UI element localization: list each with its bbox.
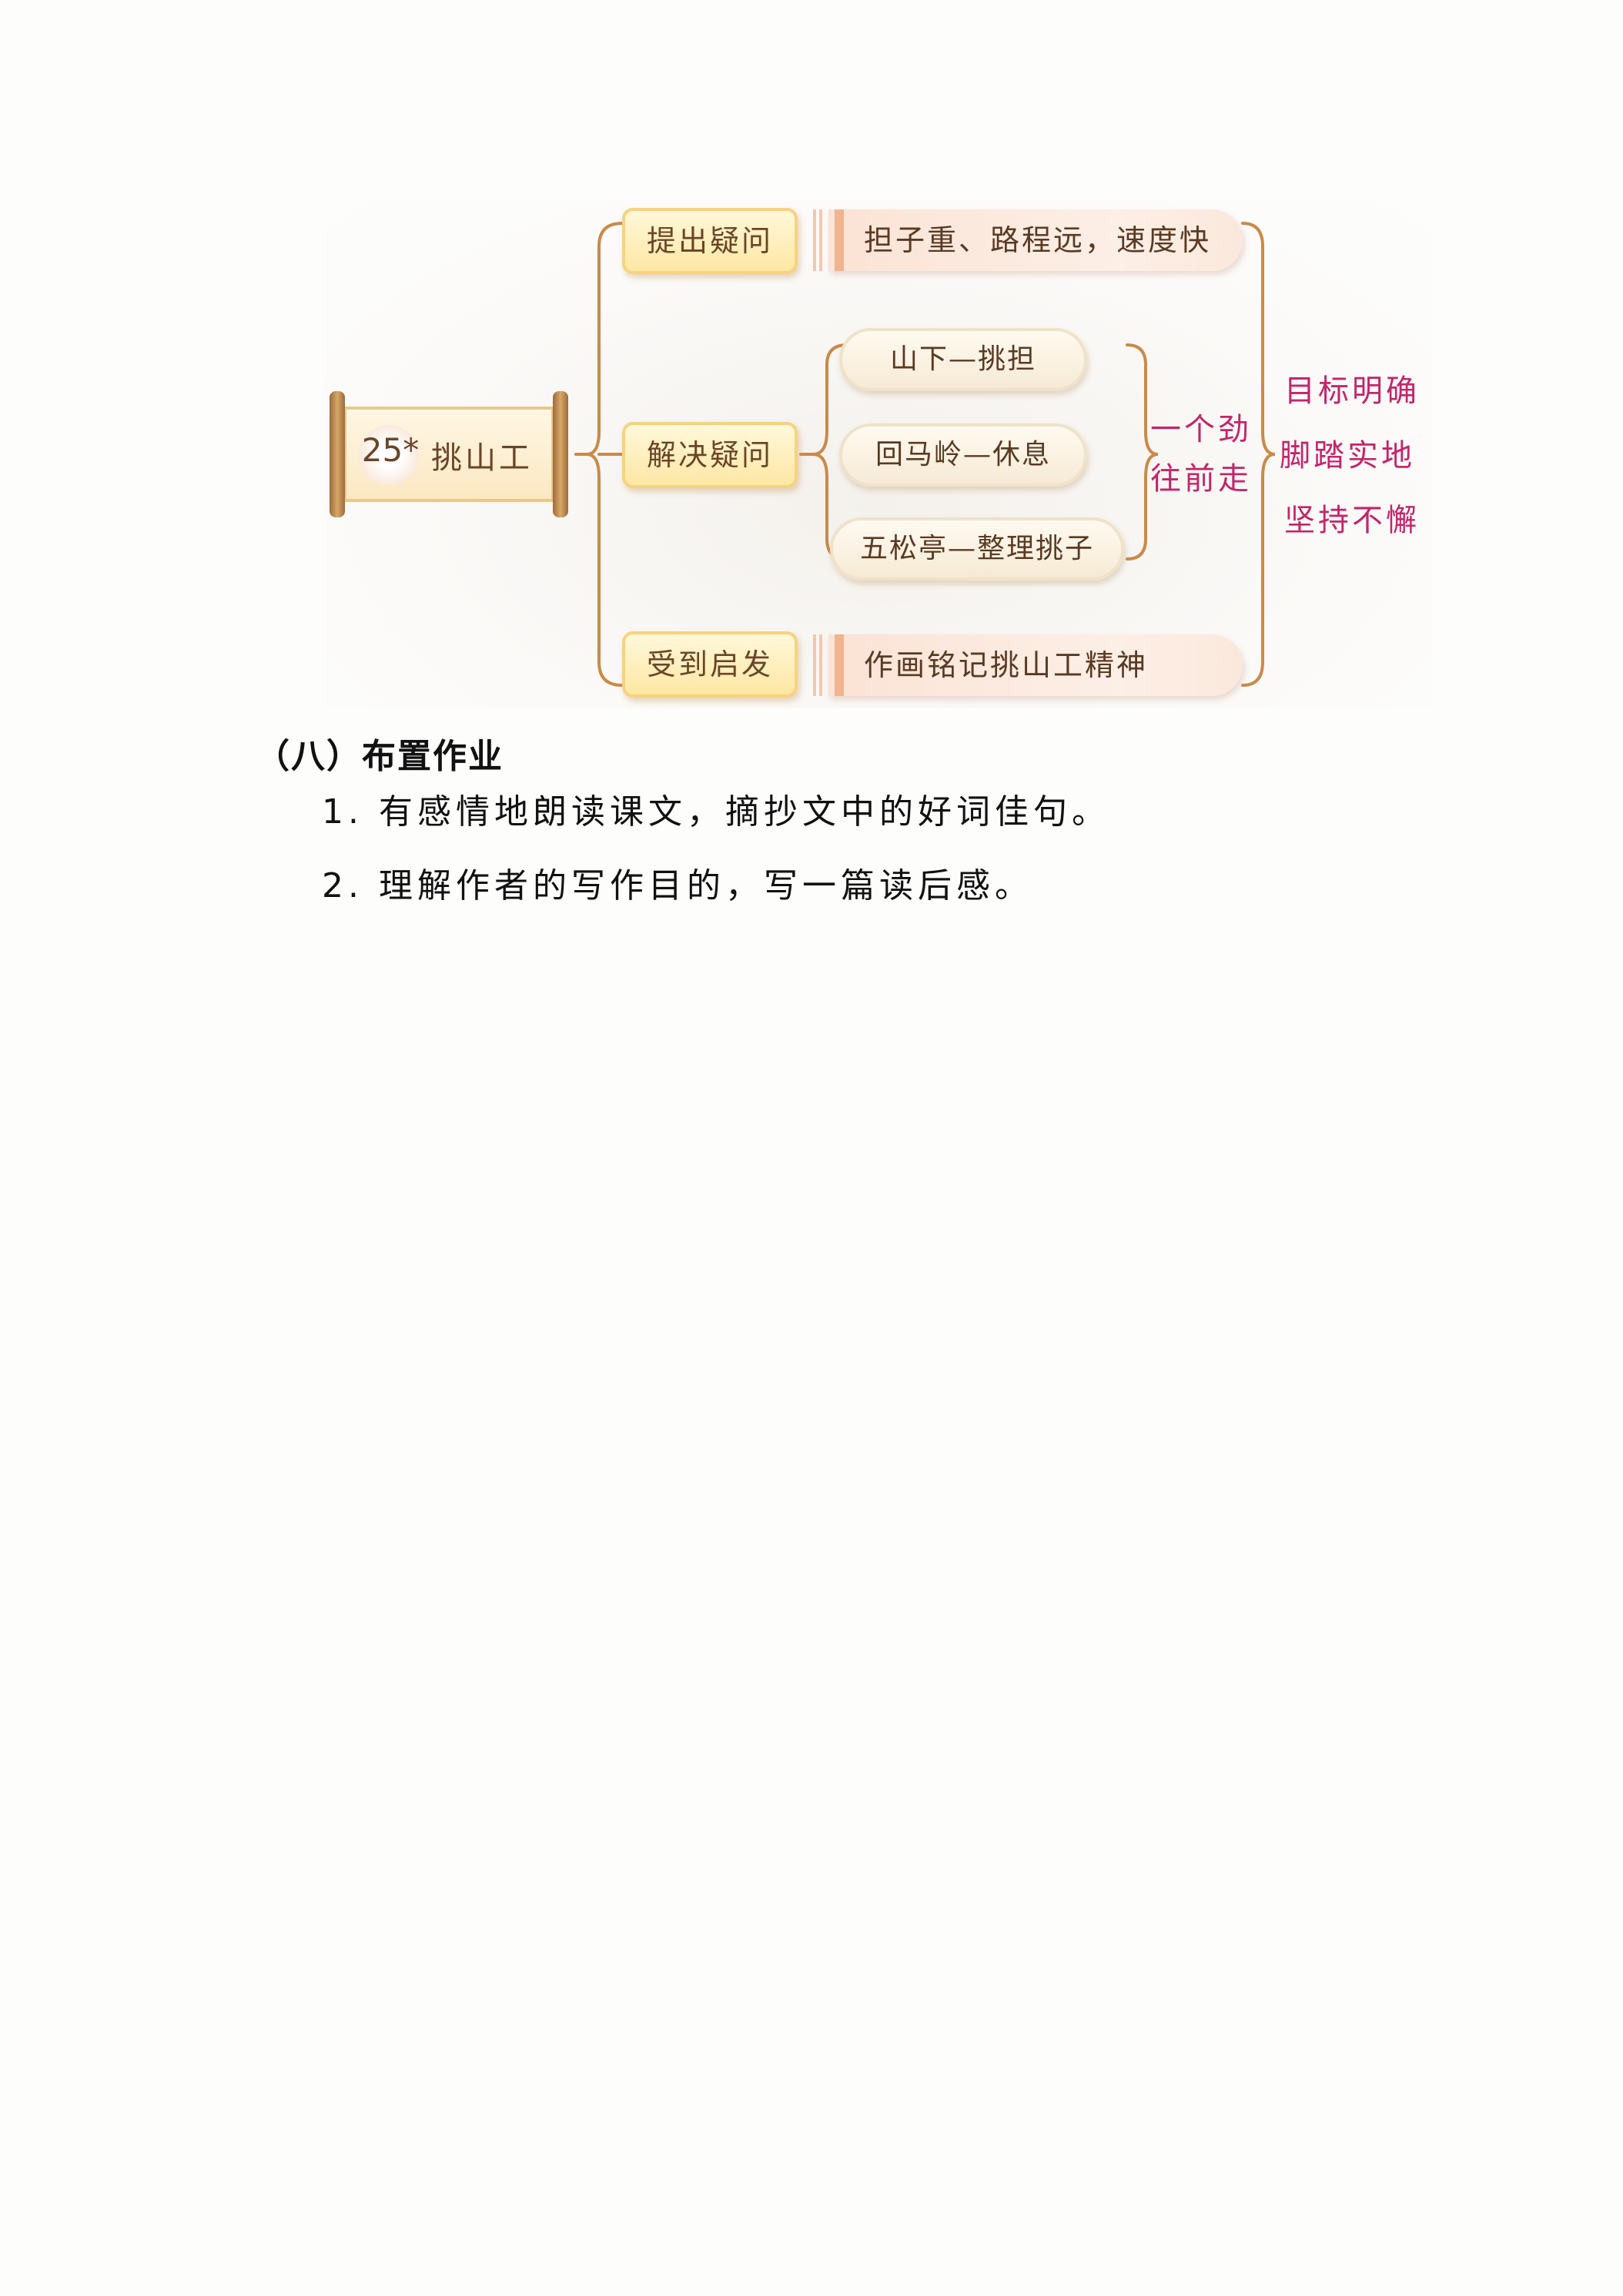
homework-item: 2. 理解作者的写作目的，写一篇读后感。 — [322, 866, 1033, 905]
branch-detail-inspire: 作画铭记挑山工精神 — [813, 634, 1243, 696]
final-summary-line: 坚持不懈 — [1284, 503, 1420, 538]
outer-close-brace — [1241, 222, 1276, 687]
step-item: 山下—挑担 — [839, 328, 1087, 391]
connector-lines — [574, 222, 1276, 687]
mind-map: 25* 挑山工 提出疑问 担子重、路程远，速度快 解决疑问 山下—挑担 回马岭—… — [0, 0, 1623, 724]
scroll-rod-right — [553, 391, 568, 517]
lesson-number-badge — [359, 425, 419, 485]
final-summary-line: 目标明确 — [1284, 373, 1420, 409]
step-item: 回马岭—休息 — [839, 423, 1087, 487]
step-item: 五松亭—整理挑子 — [830, 517, 1124, 581]
lesson-number: 25* — [361, 431, 420, 469]
middle-summary-line: 一个劲 — [1150, 412, 1252, 447]
branch-label-solve: 解决疑问 — [622, 422, 798, 488]
homework-item: 1. 有感情地朗读课文，摘抄文中的好词佳句。 — [322, 792, 1110, 832]
homework-heading: （八）布置作业 — [256, 737, 504, 776]
branch-label-inspire: 受到启发 — [622, 631, 798, 698]
main-brace — [586, 222, 624, 687]
middle-summary-line: 往前走 — [1150, 461, 1252, 497]
branch-detail-question: 担子重、路程远，速度快 — [813, 209, 1243, 271]
lesson-title: 挑山工 — [431, 440, 533, 476]
steps-close-brace — [1126, 343, 1159, 561]
scroll-rod-left — [330, 391, 345, 517]
lesson-scroll: 25* 挑山工 — [322, 391, 576, 517]
branch-label-question: 提出疑问 — [622, 208, 798, 274]
final-summary-line: 脚踏实地 — [1280, 438, 1415, 474]
